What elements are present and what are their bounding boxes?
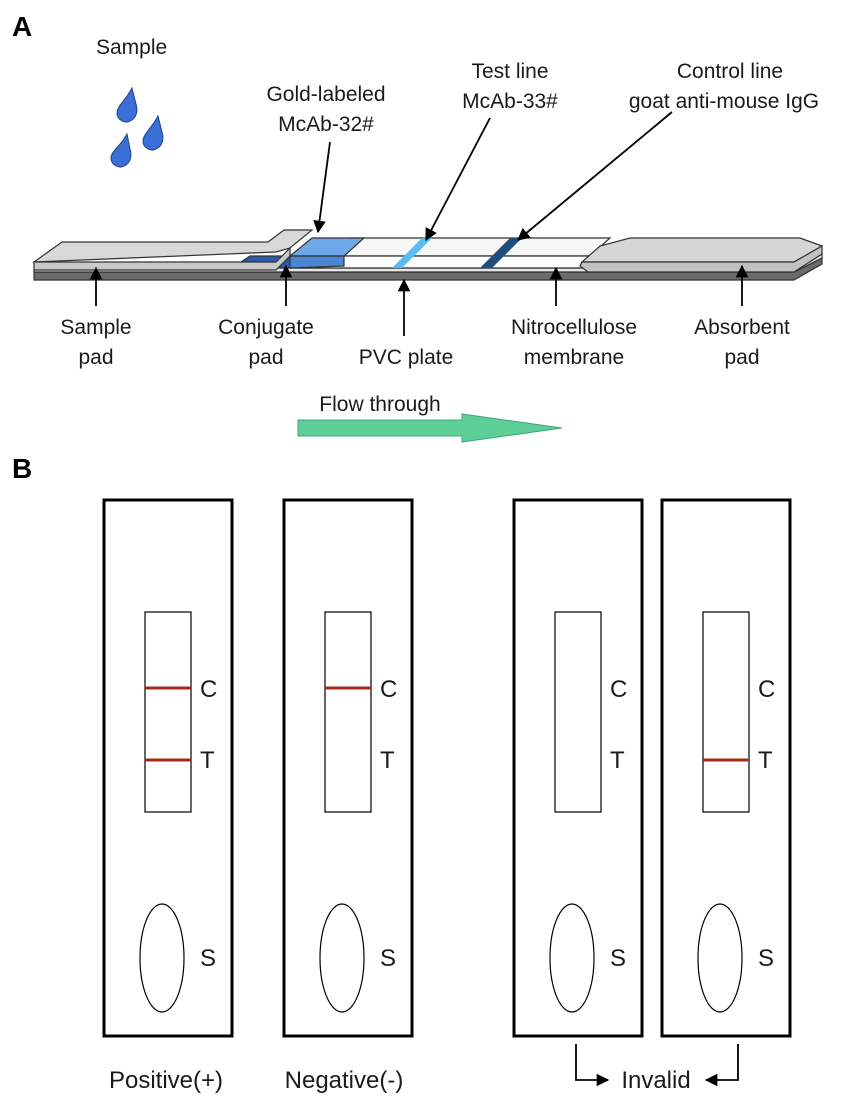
s-label: S <box>380 945 396 972</box>
control-line-label-1: Control line <box>677 60 783 83</box>
strip-cassette: C T S <box>512 498 644 1038</box>
conjugate-pad-label-2: pad <box>248 346 283 369</box>
s-label: S <box>200 945 216 972</box>
control-line-label-2: goat anti-mouse IgG <box>629 90 819 113</box>
test-strip <box>32 229 824 281</box>
c-label: C <box>380 676 397 703</box>
positive-label: Positive(+) <box>109 1067 223 1094</box>
strip-cassette: C T S <box>282 498 414 1038</box>
panel-b-letter: B <box>12 453 32 484</box>
sample-pad <box>32 229 314 271</box>
result-window <box>702 611 750 813</box>
test-line-label-2: McAb-33# <box>462 90 558 113</box>
leader-lines <box>89 111 749 336</box>
test-line-label-1: Test line <box>471 60 548 83</box>
sample-well <box>697 903 743 1013</box>
t-label: T <box>380 747 395 774</box>
c-label: C <box>200 676 217 703</box>
test-line-band <box>392 238 432 268</box>
sample-well <box>319 903 365 1013</box>
absorbent-pad-label-1: Absorbent <box>694 316 790 339</box>
strip-cassette: C T S <box>102 498 234 1038</box>
result-window <box>554 611 602 813</box>
conjugate-pad-label-1: Conjugate <box>218 316 314 339</box>
sample-pad-label-1: Sample <box>60 316 131 339</box>
gold-label-1: Gold-labeled <box>266 83 385 106</box>
c-label: C <box>758 676 775 703</box>
t-label: T <box>758 747 773 774</box>
absorbent-pad <box>579 237 824 273</box>
s-label: S <box>610 945 626 972</box>
strip-cassette: C T S <box>660 498 792 1038</box>
sample-well <box>549 903 595 1013</box>
absorbent-pad-label-2: pad <box>724 346 759 369</box>
sample-well <box>139 903 185 1013</box>
negative-label: Negative(-) <box>285 1067 404 1094</box>
t-label: T <box>200 747 215 774</box>
c-label: C <box>610 676 627 703</box>
panel-a-letter: A <box>12 11 32 42</box>
s-label: S <box>758 945 774 972</box>
flow-arrow-icon <box>297 413 563 443</box>
pvc-plate-label: PVC plate <box>359 346 454 369</box>
sample-label: Sample <box>96 36 167 59</box>
nitrocellulose-membrane <box>319 237 612 269</box>
nitrocellulose-label-1: Nitrocellulose <box>511 316 637 339</box>
invalid-label: Invalid <box>621 1067 690 1094</box>
invalid-brackets <box>575 1044 739 1087</box>
sample-pad-label-2: pad <box>78 346 113 369</box>
sample-drops-icon <box>110 86 164 168</box>
t-label: T <box>610 747 625 774</box>
nitrocellulose-label-2: membrane <box>524 346 624 369</box>
result-window <box>324 611 372 813</box>
strip-cassettes: C T S C T S C T S C T S <box>102 498 792 1038</box>
result-window <box>144 611 192 813</box>
gold-label-2: McAb-32# <box>278 113 374 136</box>
control-line-band <box>480 238 522 268</box>
flow-label: Flow through <box>319 393 440 416</box>
